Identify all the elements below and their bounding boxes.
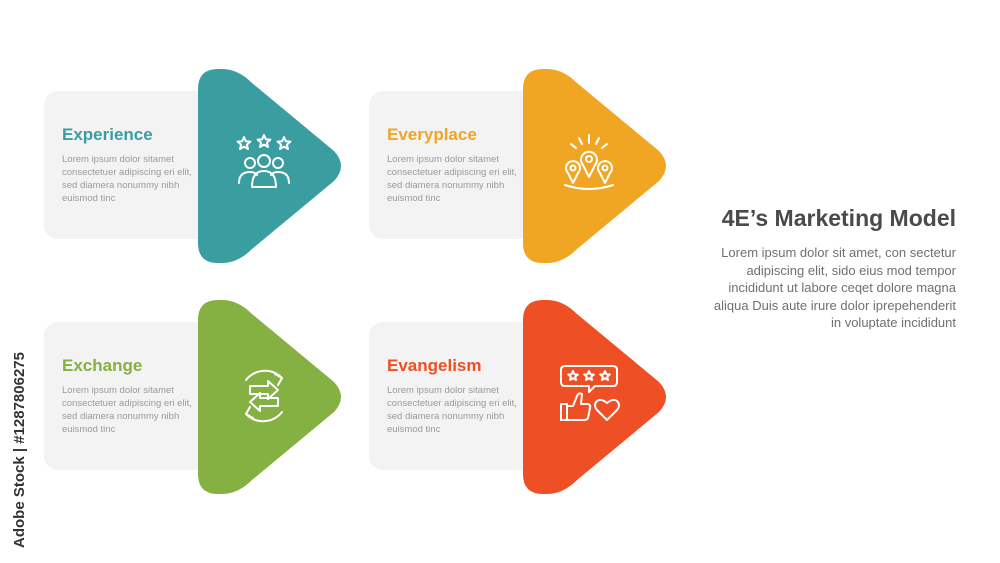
people-rating-icon — [236, 134, 292, 188]
card-evangelism: Evangelism Lorem ipsum dolor sitamet con… — [369, 300, 669, 494]
stock-watermark: Adobe Stock | #1287806275 — [11, 352, 28, 548]
card-description: Lorem ipsum dolor sitamet consectetuer a… — [387, 385, 517, 435]
card-title: Experience — [62, 125, 153, 144]
triangle-arrow — [198, 69, 341, 263]
triangle-arrow — [523, 300, 666, 494]
card-description: Lorem ipsum dolor sitamet consectetuer a… — [62, 154, 192, 204]
card-title: Everyplace — [387, 125, 477, 144]
page-description: Lorem ipsum dolor sit amet, con sectetur… — [713, 245, 956, 330]
location-pins-icon — [564, 134, 614, 190]
card-experience: Experience Lorem ipsum dolor sitamet con… — [44, 69, 344, 263]
card-everyplace: Everyplace Lorem ipsum dolor sitamet con… — [369, 69, 669, 263]
review-thumbs-heart-icon — [560, 365, 620, 421]
card-title: Evangelism — [387, 356, 482, 375]
exchange-arrows-icon — [245, 369, 283, 423]
card-title: Exchange — [62, 356, 143, 375]
card-description: Lorem ipsum dolor sitamet consectetuer a… — [387, 154, 517, 204]
page-title: 4E’s Marketing Model — [721, 205, 956, 231]
card-exchange: Exchange Lorem ipsum dolor sitamet conse… — [44, 300, 344, 494]
card-description: Lorem ipsum dolor sitamet consectetuer a… — [62, 385, 192, 435]
watermark-text: Adobe Stock | #1287806275 — [11, 352, 28, 548]
